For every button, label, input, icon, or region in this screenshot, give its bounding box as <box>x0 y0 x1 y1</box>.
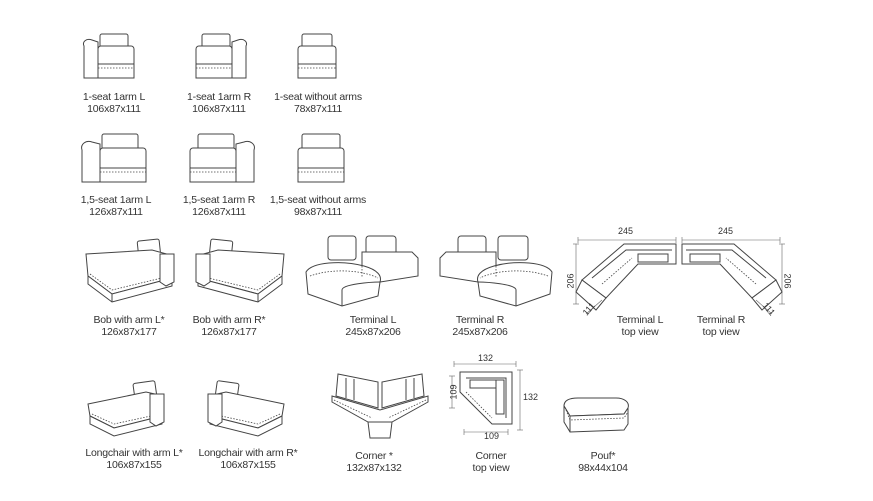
sofa-1seat-1arm-r-drawing <box>190 32 250 84</box>
pouf-drawing <box>558 394 634 436</box>
module-size: top view <box>472 462 510 474</box>
sofa-15seat-1arm-l-drawing <box>78 132 150 188</box>
module-name: 1,5-seat 1arm L <box>80 194 152 206</box>
module-name: 1,5-seat without arms <box>269 194 367 206</box>
caption-15seat-1arm-l: 1,5-seat 1arm L 126x87x111 <box>81 194 152 218</box>
caption-bob-arm-l: Bob with arm L* 126x87x177 <box>93 314 164 338</box>
module-name: 1-seat without arms <box>274 91 362 103</box>
module-size: 98x44x104 <box>578 462 628 474</box>
dim-tl-depth: 206 <box>565 273 576 289</box>
module-name: Pouf* <box>590 450 616 462</box>
module-size: 126x87x177 <box>201 326 257 338</box>
module-size: 126x87x111 <box>89 206 143 218</box>
caption-longchair-arm-l: Longchair with arm L* 106x87x155 <box>85 447 183 471</box>
sofa-1seat-no-arms-drawing <box>294 32 342 84</box>
caption-terminal-r-top-view: Terminal R top view <box>697 314 745 338</box>
caption-corner-top-view: Corner top view <box>473 450 510 474</box>
terminal-r-top-view-drawing <box>680 232 786 322</box>
module-name: Bob with arm L* <box>93 314 165 326</box>
module-size: top view <box>702 326 740 338</box>
bob-arm-l-drawing <box>82 236 180 306</box>
dim-tr-width: 245 <box>718 226 734 236</box>
corner-top-view-drawing <box>446 358 526 442</box>
module-size: 106x87x111 <box>87 103 141 115</box>
caption-bob-arm-r: Bob with arm R* 126x87x177 <box>193 314 266 338</box>
module-name: Terminal L <box>616 314 664 326</box>
caption-1seat-1arm-l: 1-seat 1arm L 106x87x111 <box>83 91 145 115</box>
module-size: 245x87x206 <box>452 326 508 338</box>
dim-tl-width: 245 <box>618 226 634 236</box>
module-name: Terminal L <box>349 314 397 326</box>
module-name: Terminal R <box>455 314 505 326</box>
sofa-15seat-1arm-r-drawing <box>186 132 258 188</box>
caption-15seat-1arm-r: 1,5-seat 1arm R 126x87x111 <box>183 194 255 218</box>
caption-1seat-no-arms: 1-seat without arms 78x87x111 <box>274 91 362 115</box>
module-name: Bob with arm R* <box>192 314 266 326</box>
dim-corner-inner-left: 109 <box>448 384 459 400</box>
bob-arm-r-drawing <box>190 236 288 306</box>
corner-drawing <box>328 368 432 442</box>
module-size: 126x87x111 <box>192 206 246 218</box>
caption-terminal-l: Terminal L 245x87x206 <box>345 314 400 338</box>
module-size: top view <box>621 326 659 338</box>
dim-corner-depth: 132 <box>523 392 539 402</box>
module-size: 106x87x155 <box>106 459 162 471</box>
module-size: 106x87x111 <box>192 103 246 115</box>
terminal-l-top-view-drawing <box>572 232 678 322</box>
caption-1seat-1arm-r: 1-seat 1arm R 106x87x111 <box>187 91 251 115</box>
caption-pouf: Pouf* 98x44x104 <box>578 450 628 474</box>
caption-corner: Corner * 132x87x132 <box>346 450 401 474</box>
sofa-15seat-no-arms-drawing <box>294 132 350 188</box>
dim-corner-inner-bottom: 109 <box>484 431 500 441</box>
longchair-arm-r-drawing <box>202 378 288 442</box>
caption-terminal-l-top-view: Terminal L top view <box>616 314 664 338</box>
longchair-arm-l-drawing <box>84 378 170 442</box>
terminal-r-drawing <box>436 232 556 310</box>
module-size: 132x87x132 <box>346 462 402 474</box>
caption-15seat-no-arms: 1,5-seat without arms 98x87x111 <box>270 194 366 218</box>
module-name: Terminal R <box>696 314 746 326</box>
module-name: Corner <box>475 450 507 462</box>
dim-corner-width: 132 <box>478 353 494 363</box>
module-name: 1-seat 1arm R <box>187 91 251 103</box>
module-size: 78x87x111 <box>293 103 343 115</box>
module-name: Longchair with arm L* <box>85 447 183 459</box>
module-name: Corner * <box>355 450 393 462</box>
module-name: 1,5-seat 1arm R <box>182 194 256 206</box>
caption-terminal-r: Terminal R 245x87x206 <box>452 314 507 338</box>
module-size: 98x87x111 <box>293 206 343 218</box>
module-size: 126x87x177 <box>101 326 157 338</box>
dim-tr-depth: 206 <box>782 273 793 289</box>
module-name: 1-seat 1arm L <box>82 91 146 103</box>
caption-longchair-arm-r: Longchair with arm R* 106x87x155 <box>198 447 297 471</box>
module-name: Longchair with arm R* <box>198 447 298 459</box>
sofa-1seat-1arm-l-drawing <box>80 32 140 84</box>
module-size: 245x87x206 <box>345 326 401 338</box>
module-size: 106x87x155 <box>220 459 276 471</box>
terminal-l-drawing <box>302 232 422 310</box>
